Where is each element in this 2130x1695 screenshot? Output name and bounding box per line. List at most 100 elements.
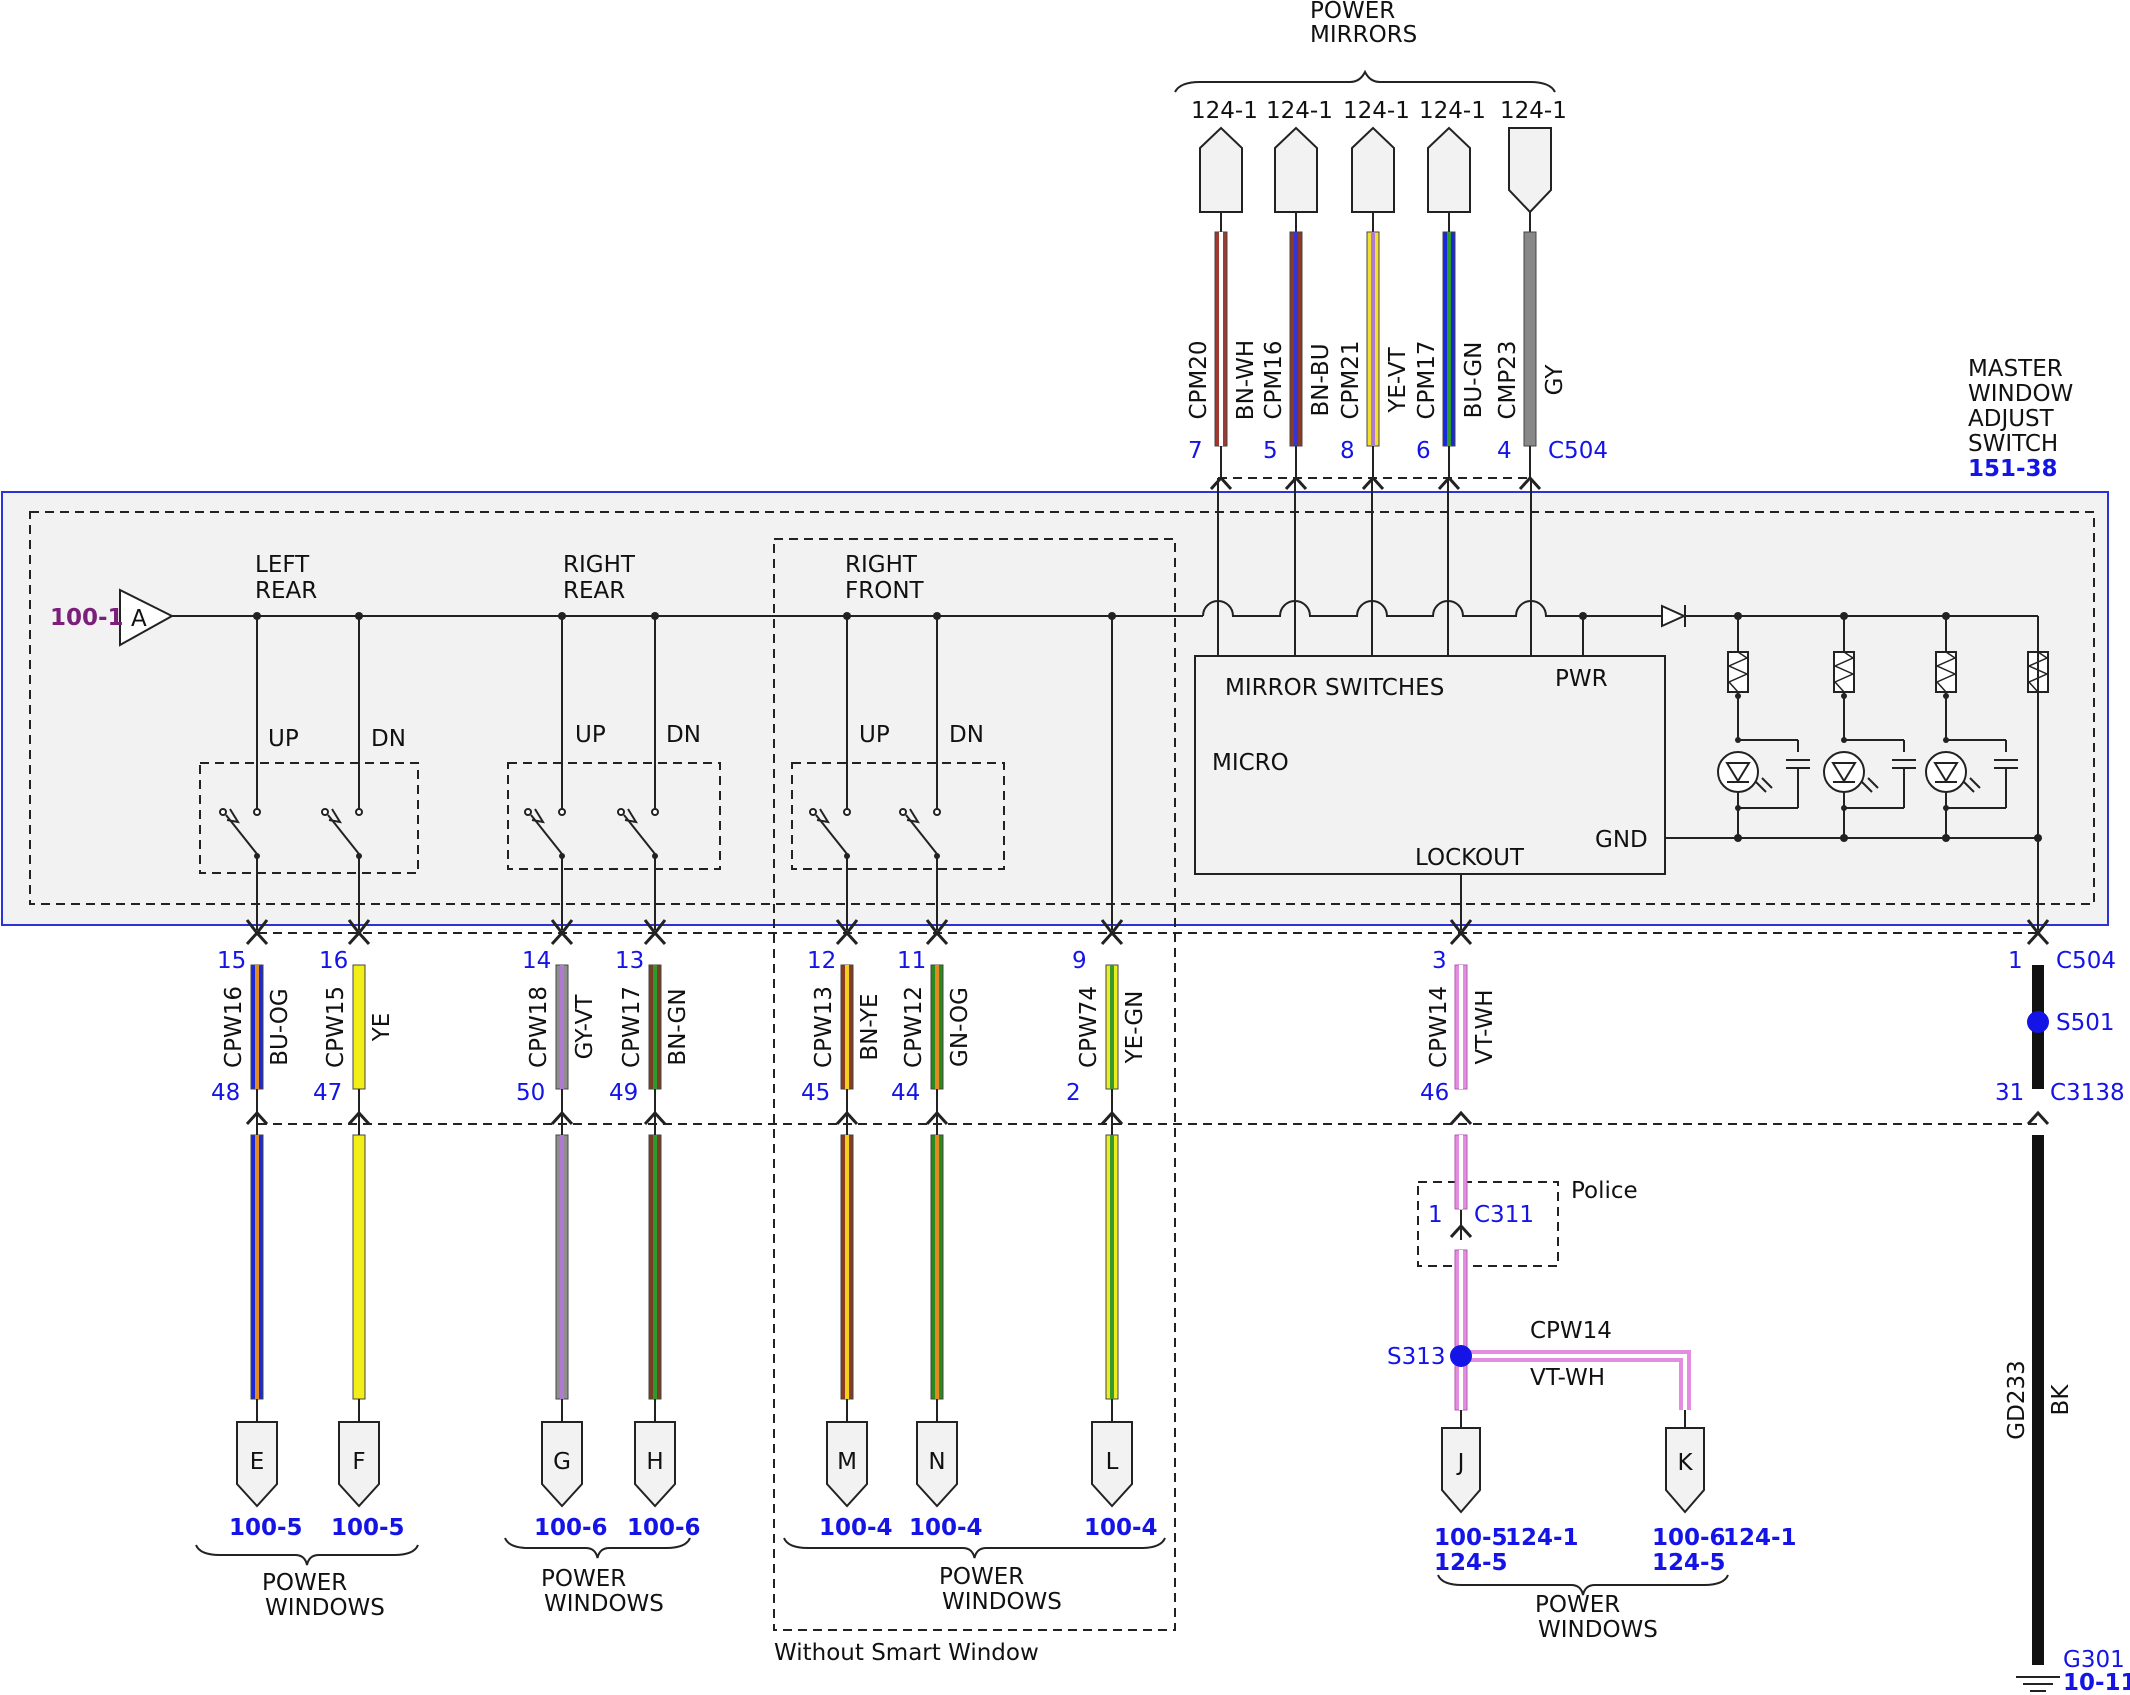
mirror-circuit: CPM21	[1338, 340, 1364, 419]
ground-connector-marks	[2026, 930, 2050, 1126]
without-smart-window-label: Without Smart Window	[774, 1640, 1039, 1666]
lockout-color: VT-WH	[1472, 989, 1498, 1064]
svg-text:SWITCH: SWITCH	[1968, 431, 2058, 457]
svg-text:ADJUST: ADJUST	[1968, 406, 2055, 432]
input-ref[interactable]: 100-1	[50, 605, 124, 631]
svg-text:MASTER: MASTER	[1968, 356, 2063, 382]
pwr-label: PWR	[1555, 666, 1608, 692]
mirror-color: BN-WH	[1233, 340, 1259, 420]
connector-j[interactable]: J	[1441, 1427, 1481, 1514]
window-pin-bottom: 47	[313, 1080, 342, 1106]
mirror-connector[interactable]	[1274, 126, 1318, 213]
s501-splice	[2027, 1011, 2049, 1033]
micro-label: MICRO	[1212, 750, 1289, 776]
connector-m[interactable]: M	[826, 1421, 868, 1508]
input-a-letter: A	[131, 606, 147, 632]
window-ref[interactable]: 100-6	[534, 1515, 608, 1541]
j-ref[interactable]: 124-5	[1434, 1550, 1508, 1576]
window-pin-top: 11	[897, 948, 926, 974]
mirror-wire-stripe	[1371, 232, 1375, 446]
mirror-connector[interactable]	[1351, 126, 1395, 213]
mirror-pin: 8	[1340, 438, 1355, 464]
mirror-pin: 5	[1263, 438, 1278, 464]
mirror-ref[interactable]: 124-1	[1500, 98, 1567, 124]
mirror-connector[interactable]	[1199, 126, 1243, 213]
mirror-ref[interactable]: 124-1	[1419, 98, 1486, 124]
mirror-wire-stripe	[1447, 232, 1451, 446]
window-pin-top: 12	[807, 948, 836, 974]
pwr-junction	[1579, 612, 1587, 620]
svg-text:E: E	[250, 1449, 265, 1475]
window-ref[interactable]: 100-4	[819, 1515, 893, 1541]
window-ref[interactable]: 100-6	[627, 1515, 701, 1541]
ground-wire-2	[2032, 1135, 2044, 1665]
police-box	[1417, 1181, 1559, 1267]
connector-l[interactable]: L	[1091, 1421, 1133, 1508]
mirror-connector[interactable]	[1427, 126, 1471, 213]
switch-box-right-rear	[507, 762, 721, 870]
connector-h[interactable]: H	[634, 1421, 676, 1508]
window-circuit: CPW15	[323, 986, 349, 1068]
j-ref[interactable]: 124-1	[1505, 1525, 1579, 1551]
switch-box-left-rear	[199, 762, 419, 874]
window-pin-top: 14	[522, 948, 551, 974]
window-pin-bottom: 44	[891, 1080, 920, 1106]
connector-n[interactable]: N	[916, 1421, 958, 1508]
gnd-label: GND	[1595, 827, 1648, 853]
window-pin-top: 16	[319, 948, 348, 974]
diode	[1661, 604, 1687, 628]
connector-e[interactable]: E	[236, 1421, 278, 1508]
connector-g[interactable]: G	[541, 1421, 583, 1508]
lockout-pin-bottom: 46	[1420, 1080, 1449, 1106]
s501-label: S501	[2056, 1010, 2115, 1036]
window-pin-top: 9	[1072, 948, 1087, 974]
lockout-wire-stripe	[1459, 965, 1463, 1089]
s313-label: S313	[1387, 1344, 1446, 1370]
window-ref[interactable]: 100-5	[331, 1515, 405, 1541]
switch-box-right-front	[791, 762, 1005, 870]
up-label: UP	[268, 726, 299, 752]
dn-label: DN	[666, 722, 701, 748]
mirror-pin: 6	[1416, 438, 1431, 464]
window-ref[interactable]: 100-4	[1084, 1515, 1158, 1541]
j-ref[interactable]: 100-5	[1434, 1525, 1508, 1551]
c3138-label: C3138	[2050, 1080, 2125, 1106]
mirror-ref[interactable]: 124-1	[1191, 98, 1258, 124]
connector-k[interactable]: K	[1665, 1427, 1705, 1514]
connector-f[interactable]: F	[338, 1421, 380, 1508]
mirror-ref[interactable]: 124-1	[1266, 98, 1333, 124]
ground-color: BK	[2048, 1384, 2074, 1416]
mirror-color: YE-VT	[1385, 346, 1411, 413]
g301-label: G301	[2063, 1647, 2125, 1673]
k-ref[interactable]: 124-1	[1723, 1525, 1797, 1551]
svg-text:J: J	[1456, 1450, 1465, 1476]
svg-text:WINDOW: WINDOW	[1968, 381, 2073, 407]
window-color: YE-GN	[1122, 991, 1148, 1065]
window-pin-bottom: 49	[609, 1080, 638, 1106]
window-pin-bottom: 45	[801, 1080, 830, 1106]
mirror-ref[interactable]: 124-1	[1343, 98, 1410, 124]
power-mirrors-brace	[1174, 69, 1556, 93]
k-ref[interactable]: 100-6	[1652, 1525, 1726, 1551]
s313-splice	[1450, 1345, 1472, 1367]
power-windows-label: POWER	[939, 1564, 1024, 1590]
police-label: Police	[1571, 1178, 1638, 1204]
window-color: BN-YE	[857, 993, 883, 1060]
window-ref[interactable]: 100-5	[229, 1515, 303, 1541]
window-circuit: CPW12	[901, 986, 927, 1068]
lockout-connector-marks	[1449, 930, 1473, 1126]
ground-ref[interactable]: 10-11	[2063, 1670, 2130, 1695]
window-ref[interactable]: 100-4	[909, 1515, 983, 1541]
mirror-switches-label: MIRROR SWITCHES	[1225, 675, 1444, 701]
k-ref[interactable]: 124-5	[1652, 1550, 1726, 1576]
mirror-color: GY	[1542, 364, 1568, 396]
mirror-pin: 4	[1497, 438, 1512, 464]
mirror-connector[interactable]	[1508, 127, 1552, 214]
